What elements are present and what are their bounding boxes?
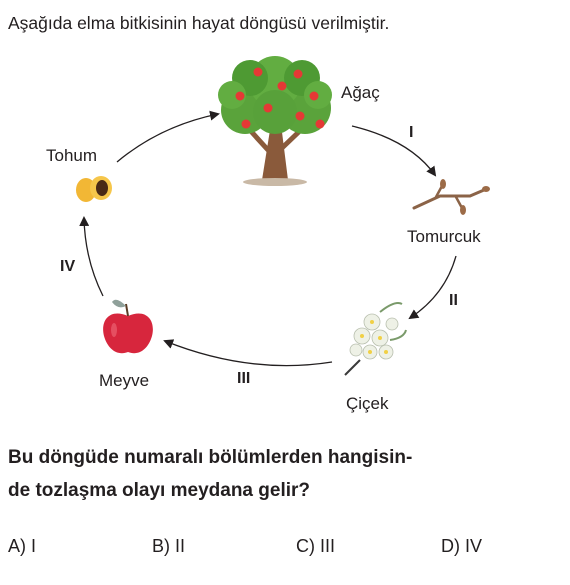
step-label-4: IV: [60, 258, 76, 275]
apple-fruit-icon: [103, 299, 153, 354]
stage-label-seed: Tohum: [46, 146, 98, 165]
stage-label-tree: Ağaç: [341, 83, 380, 102]
life-cycle-diagram: [76, 56, 490, 376]
arrow-tree-to-bud: [351, 125, 437, 177]
question-line-2: de tozlaşma olayı meydana gelir?: [8, 480, 310, 501]
option-d[interactable]: D) IV: [441, 536, 483, 556]
option-a[interactable]: A) I: [8, 536, 37, 556]
question-text: Bu döngüde numaralı bölümlerden hangisin…: [8, 441, 560, 507]
arrow-fruit-to-seed: [79, 216, 104, 297]
question-line-1: Bu döngüde numaralı bölümlerden hangisin…: [8, 447, 413, 468]
apple-seeds-icon: [76, 176, 112, 202]
step-label-1: I: [409, 124, 414, 141]
stage-label-bud: Tomurcuk: [407, 227, 481, 246]
flower-cluster-icon: [344, 302, 407, 376]
apple-tree-icon: [218, 56, 332, 186]
bud-twig-icon: [412, 179, 490, 215]
arrow-flower-to-fruit: [163, 339, 333, 367]
step-label-3: III: [237, 370, 251, 387]
arrow-seed-to-tree: [116, 110, 220, 163]
option-c[interactable]: C) III: [296, 536, 335, 556]
intro-text: Aşağıda elma bitkisinin hayat döngüsü ve…: [8, 13, 390, 33]
step-label-2: II: [449, 292, 458, 309]
arrow-bud-to-flower: [408, 255, 457, 320]
stage-label-fruit: Meyve: [99, 371, 150, 390]
option-b[interactable]: B) II: [152, 536, 186, 556]
stage-label-flower: Çiçek: [346, 394, 389, 413]
